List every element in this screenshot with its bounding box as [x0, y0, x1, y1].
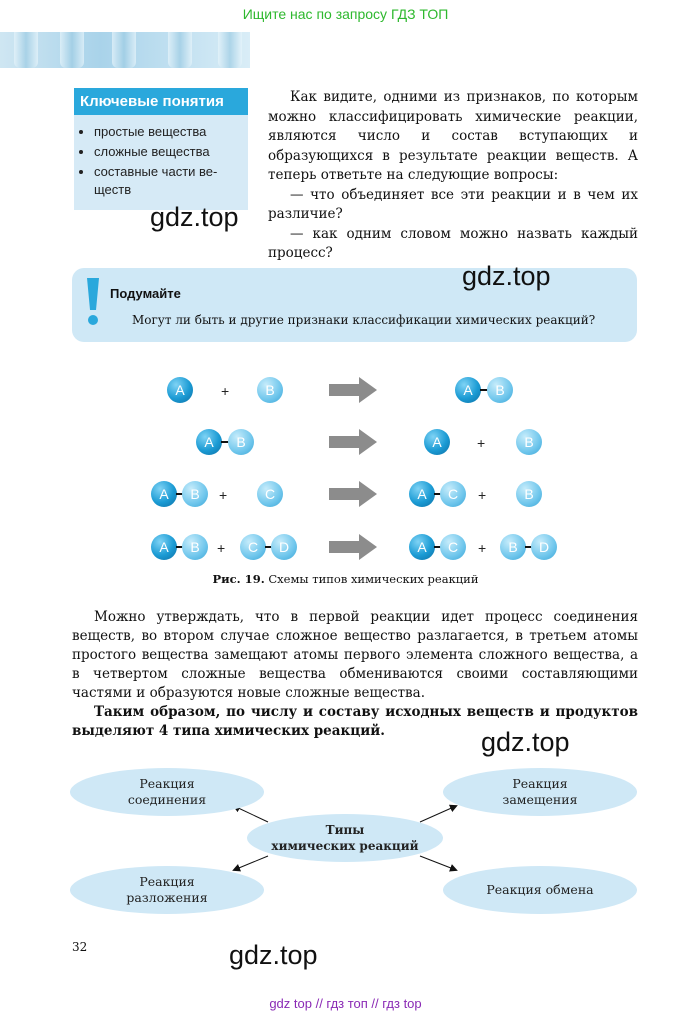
- atom-b: B: [228, 429, 254, 455]
- atom-a: A: [424, 429, 450, 455]
- caption-label: Рис. 19.: [212, 572, 265, 586]
- atom-b: B: [500, 534, 526, 560]
- reaction-arrow-icon: [329, 377, 377, 403]
- atom-b: B: [487, 377, 513, 403]
- reaction-arrow-icon: [329, 534, 377, 560]
- intro-text: Как видите, одними из признаков, по кото…: [268, 88, 638, 264]
- footer-watermark: gdz top // гдз топ // гдз top: [269, 996, 422, 1011]
- atom-b: B: [182, 481, 208, 507]
- atom-b: B: [182, 534, 208, 560]
- atom-d: D: [271, 534, 297, 560]
- reaction-types-center: Типы химических реакций: [247, 814, 443, 862]
- top-banner: Ищите нас по запросу ГДЗ ТОП: [242, 6, 449, 22]
- question-line: — как одним словом можно назвать каждый …: [268, 225, 638, 262]
- watermark: gdz.top: [481, 727, 570, 757]
- bond-line: [434, 546, 442, 548]
- atom-b: B: [516, 429, 542, 455]
- reaction-type-decomposition: Реакция разложения: [70, 866, 264, 914]
- think-title: Подумайте: [110, 286, 181, 301]
- key-concepts-list: простые вещества сложные вещества состав…: [74, 119, 248, 199]
- key-concept-item: простые вещества: [94, 123, 240, 141]
- atom-a: A: [151, 534, 177, 560]
- atom-b: B: [257, 377, 283, 403]
- atom-a: A: [409, 534, 435, 560]
- atom-a: A: [455, 377, 481, 403]
- bond-line: [434, 493, 442, 495]
- plus-sign: +: [478, 540, 487, 556]
- atom-b: B: [516, 481, 542, 507]
- reaction-arrow-icon: [329, 481, 377, 507]
- atom-d: D: [531, 534, 557, 560]
- bond-line: [525, 546, 533, 548]
- exclamation-icon: [87, 278, 99, 325]
- conclusion-emphasis: по числу и составу исходных веществ и пр…: [72, 704, 638, 739]
- key-concept-item: сложные вещества: [94, 143, 240, 161]
- atom-a: A: [151, 481, 177, 507]
- watermark: gdz.top: [229, 940, 318, 970]
- question-line: — что объединяет все эти реакции и в чем…: [268, 186, 638, 223]
- atom-a: A: [409, 481, 435, 507]
- key-concepts-title: Ключевые понятия: [74, 88, 248, 115]
- atom-c: C: [440, 481, 466, 507]
- atom-c: C: [440, 534, 466, 560]
- bond-line: [265, 546, 273, 548]
- watermark: gdz.top: [462, 261, 551, 291]
- atom-c: C: [240, 534, 266, 560]
- think-question: Могут ли быть и другие признаки классифи…: [132, 313, 596, 327]
- body-paragraph: Можно утверждать, что в первой реакции и…: [72, 609, 638, 701]
- key-concept-item: составные части ве- ществ: [94, 163, 240, 199]
- atom-a: A: [196, 429, 222, 455]
- diagram-arrows: [232, 804, 458, 872]
- think-box: [72, 268, 637, 342]
- bond-line: [480, 389, 488, 391]
- bond-line: [176, 546, 184, 548]
- body-text: Можно утверждать, что в первой реакции и…: [72, 608, 638, 741]
- page-number: 32: [72, 940, 88, 954]
- plus-sign: +: [221, 383, 230, 399]
- caption-text: Схемы типов химических реакций: [268, 572, 479, 586]
- figure-caption: Рис. 19. Схемы типов химических реакций: [0, 572, 691, 586]
- reaction-type-combination: Реакция соединения: [70, 768, 264, 816]
- key-concepts-box: Ключевые понятия простые вещества сложны…: [74, 88, 248, 210]
- conclusion-start: Таким образом,: [94, 704, 227, 720]
- reaction-arrow-icon: [329, 429, 377, 455]
- bond-line: [176, 493, 184, 495]
- plus-sign: +: [478, 487, 487, 503]
- reaction-type-substitution: Реакция замещения: [443, 768, 637, 816]
- header-decoration-strip: [0, 32, 250, 68]
- plus-sign: +: [219, 487, 228, 503]
- reaction-type-exchange: Реакция обмена: [443, 866, 637, 914]
- plus-sign: +: [477, 435, 486, 451]
- atom-a: A: [167, 377, 193, 403]
- watermark: gdz.top: [150, 202, 239, 232]
- conclusion-paragraph: Таким образом, по числу и составу исходн…: [72, 703, 638, 741]
- intro-paragraph: Как видите, одними из признаков, по кото…: [268, 89, 638, 183]
- atom-c: C: [257, 481, 283, 507]
- bond-line: [221, 441, 229, 443]
- plus-sign: +: [217, 540, 226, 556]
